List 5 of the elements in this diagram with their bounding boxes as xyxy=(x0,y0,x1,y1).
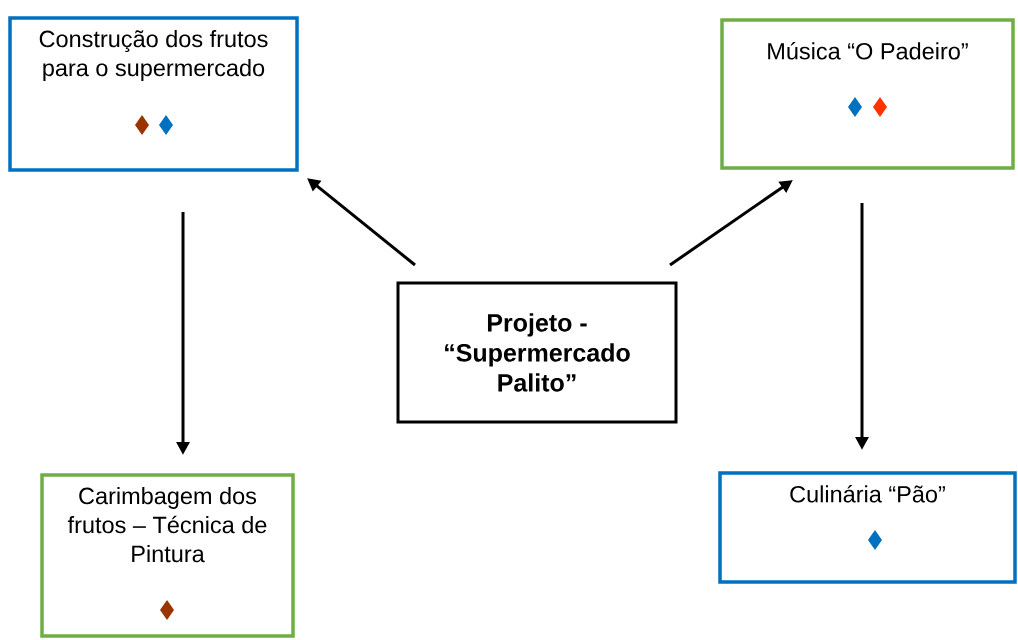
activity-box: Culinária “Pão” xyxy=(718,471,1017,584)
title-box: Projeto - “Supermercado Palito” xyxy=(396,281,678,424)
activity-box: Música “O Padeiro” xyxy=(720,18,1015,170)
activity-box: Carimbagem dos frutos – Técnica de Pintura xyxy=(40,473,295,638)
activity-box: Construção dos frutos para o supermercado xyxy=(8,16,299,172)
